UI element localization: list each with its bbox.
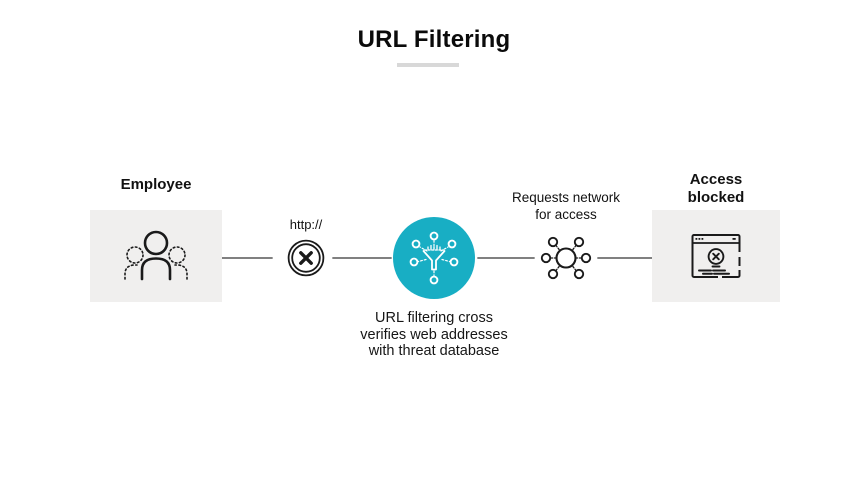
employee-box (90, 210, 222, 302)
crossed-circle-icon (287, 239, 325, 277)
access-blocked-label: Access blocked (652, 171, 780, 207)
filter-caption-line-1: URL filtering cross (375, 310, 493, 326)
filter-caption-line-2: verifies web addresses (360, 326, 508, 343)
filter-caption: URL filtering cross verifies web address… (349, 310, 519, 360)
network-nodes-icon (538, 233, 594, 283)
title-underline (397, 63, 459, 67)
page-title: URL Filtering (357, 26, 511, 53)
network-request-line-1: Requests network (511, 190, 621, 205)
funnel-network-icon (393, 217, 475, 299)
team-people-icon (124, 230, 188, 281)
access-blocked-line-1: Access (689, 171, 743, 188)
access-blocked-line-2: blocked (687, 189, 745, 206)
filter-caption-line-3: with threat database (368, 343, 500, 359)
blocked-browser-icon (691, 234, 741, 279)
network-request-label: Requests network for access (496, 189, 636, 223)
employee-label: Employee (120, 176, 192, 193)
network-request-line-2: for access (535, 207, 597, 222)
http-label: http:// (289, 217, 323, 232)
access-blocked-box (652, 210, 780, 302)
